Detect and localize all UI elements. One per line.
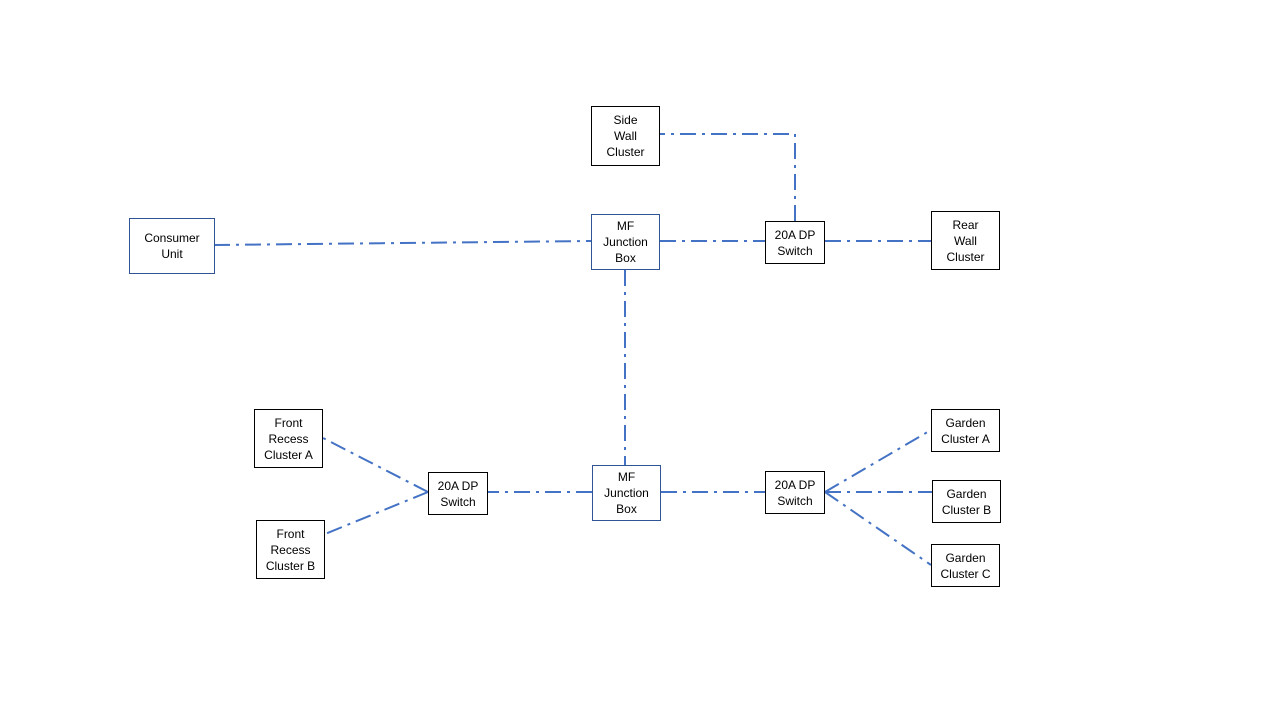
wire-switch-top-to-side-wall xyxy=(660,133,796,221)
switch-left-box: 20A DP Switch xyxy=(428,472,488,515)
front-recess-cluster-b-box: Front Recess Cluster B xyxy=(256,520,325,579)
garden-cluster-a-box: Garden Cluster A xyxy=(931,409,1000,452)
rear-wall-cluster-box: Rear Wall Cluster xyxy=(931,211,1000,270)
mf-junction-box-bottom: MF Junction Box xyxy=(592,465,661,521)
mf-junction-box-top: MF Junction Box xyxy=(591,214,660,270)
wire-switch-right-to-garden-a xyxy=(824,429,932,493)
garden-cluster-b-box: Garden Cluster B xyxy=(932,480,1001,523)
wire-consumer-unit-to-mf-junction-top xyxy=(213,240,592,246)
consumer-unit-box: Consumer Unit xyxy=(129,218,215,274)
wire-switch-left-to-front-recess-b xyxy=(324,491,429,535)
wire-switch-left-to-front-recess-a xyxy=(322,437,429,493)
garden-cluster-c-box: Garden Cluster C xyxy=(931,544,1000,587)
switch-right-box: 20A DP Switch xyxy=(765,471,825,514)
front-recess-cluster-a-box: Front Recess Cluster A xyxy=(254,409,323,468)
side-wall-cluster-box: Side Wall Cluster xyxy=(591,106,660,166)
wire-switch-right-to-garden-c xyxy=(824,491,932,566)
switch-top-box: 20A DP Switch xyxy=(765,221,825,264)
